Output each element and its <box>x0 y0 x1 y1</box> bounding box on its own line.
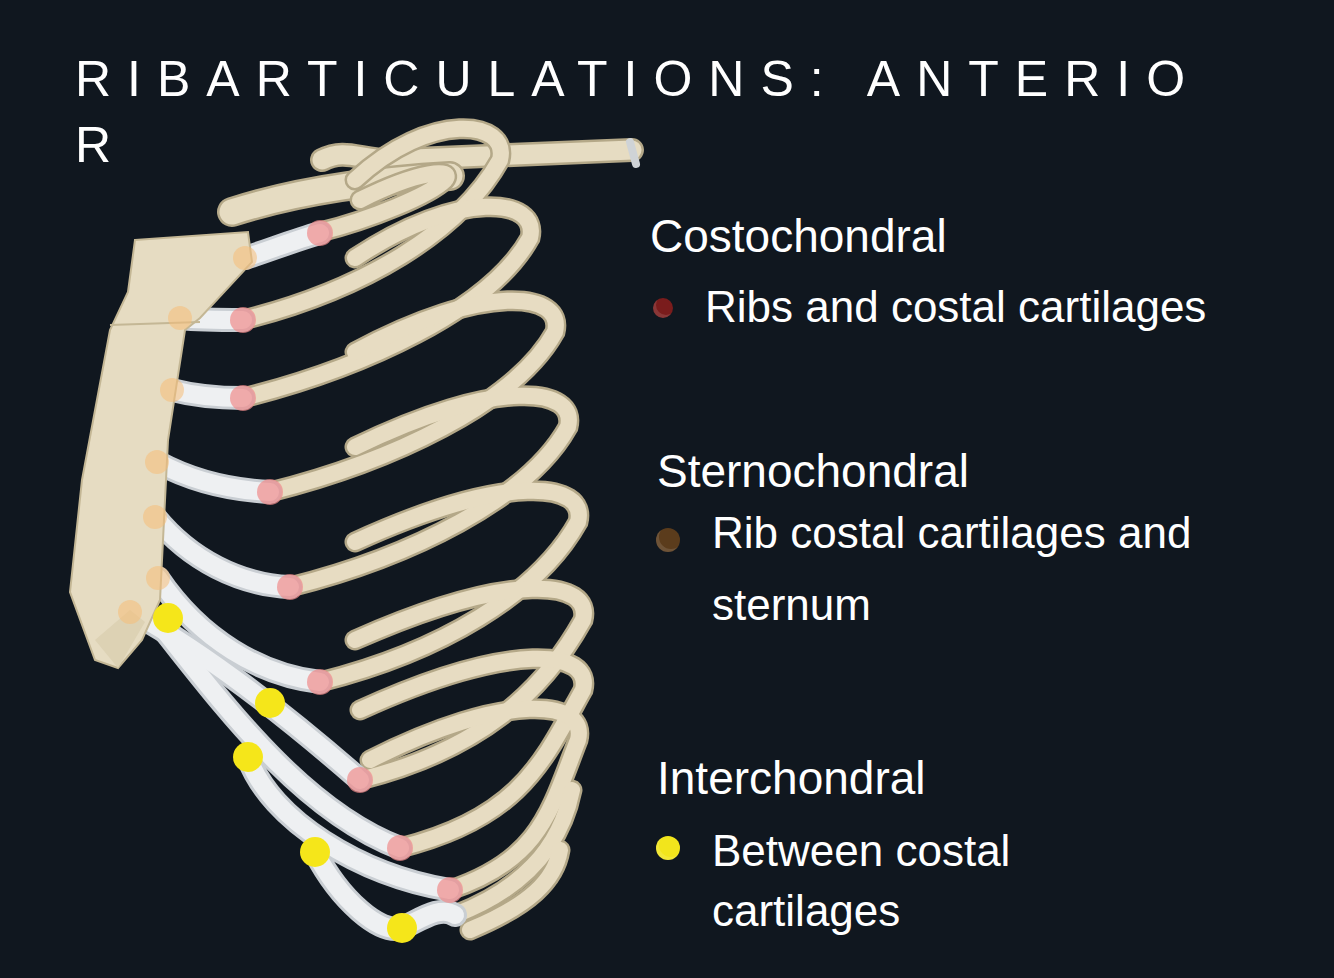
legend-swatch <box>656 836 680 860</box>
legend-heading: Sternochondral <box>657 443 969 499</box>
legend-heading: Costochondral <box>650 208 947 264</box>
legend-text: Between costal cartilages <box>712 821 1112 941</box>
legend-text: Rib costal cartilages and sternum <box>712 497 1322 641</box>
legend-swatch <box>653 298 673 318</box>
legend-heading: Interchondral <box>657 750 926 806</box>
legend-swatch <box>656 528 680 552</box>
legend-text: Ribs and costal cartilages <box>705 277 1325 337</box>
slide-title: RIBARTICULATIONS: ANTERIOR <box>75 46 1235 178</box>
